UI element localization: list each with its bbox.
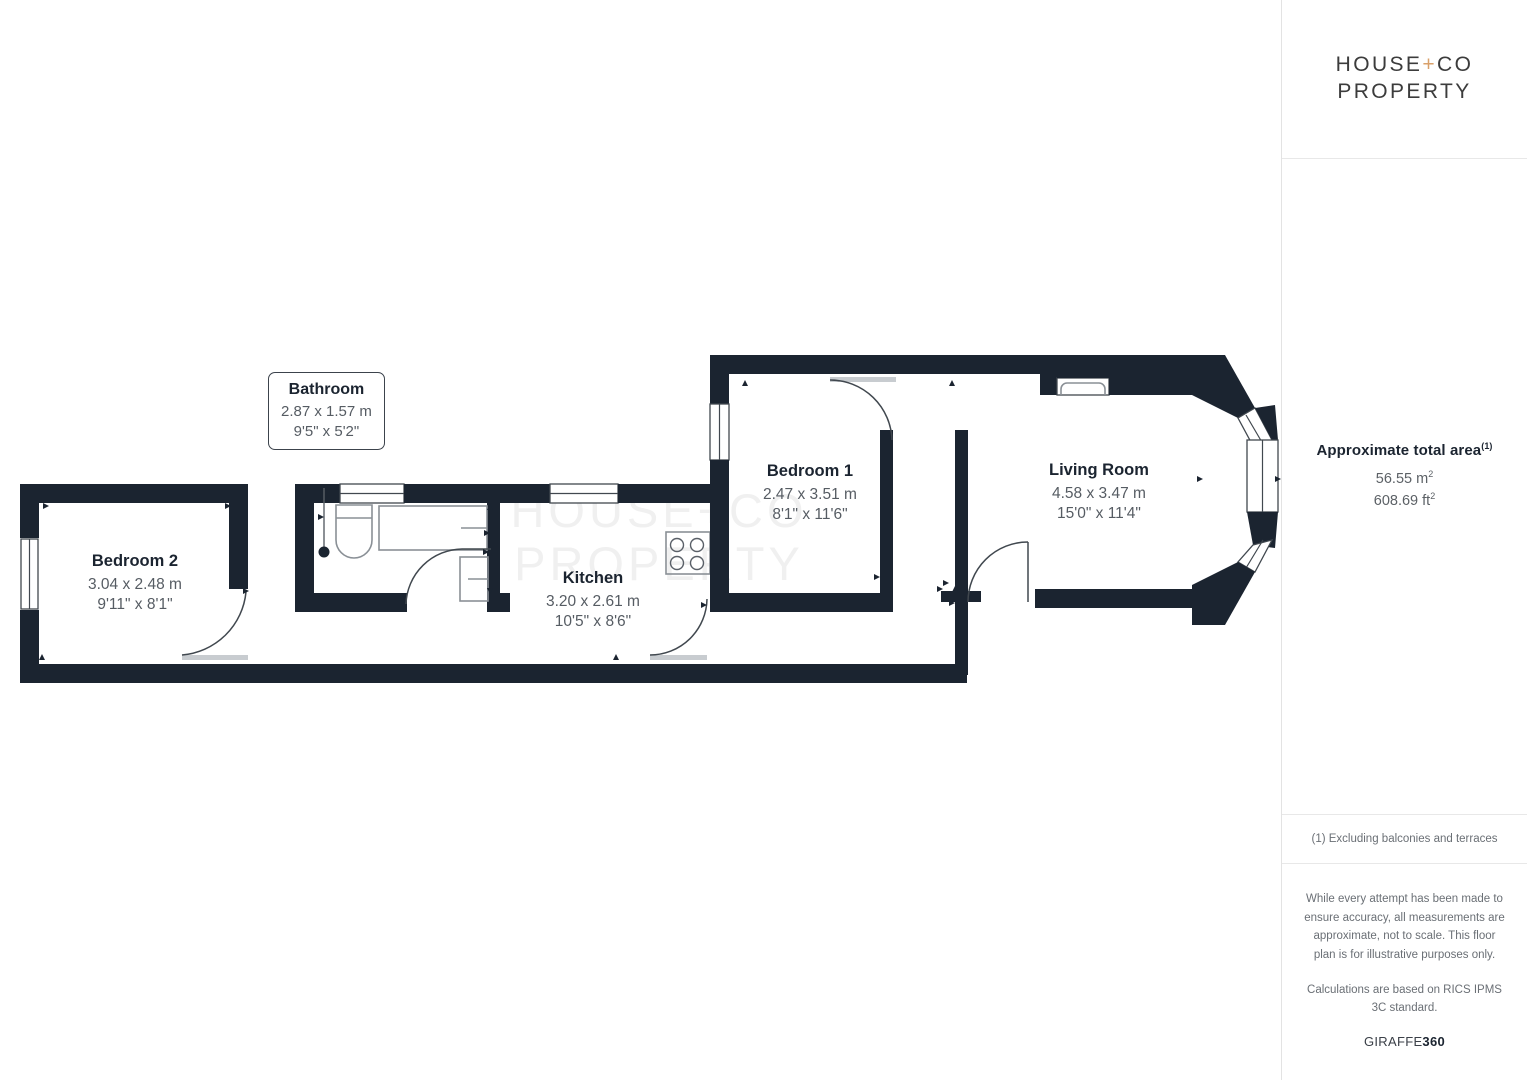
bedroom1-structure [709,355,1040,612]
room-label-living-room: Living Room 4.58 x 3.47 m 15'0" x 11'4" [1049,460,1149,525]
room-imperial-bedroom2: 9'11" x 8'1" [97,596,173,614]
total-area-imperial-value: 608.69 ft [1373,493,1431,509]
total-area-imperial: 608.69 ft2 [1374,490,1435,512]
logo-line-1: HOUSE+CO [1336,52,1474,79]
hall-structure [941,430,1029,675]
room-name-kitchen: Kitchen [562,569,624,587]
room-imperial-bathroom: 9'5" x 5'2" [293,422,360,440]
room-metric-bedroom2: 3.04 x 2.48 m [88,575,182,593]
total-area-metric-value: 56.55 m [1375,470,1429,487]
room-imperial-kitchen: 10'5" x 8'6" [554,613,632,631]
total-area-title-text: Approximate total area [1316,441,1482,459]
metric-superscript: 2 [1428,468,1434,479]
provider-name: GIRAFFE [1363,1033,1423,1049]
footnote-text: (1) Excluding balconies and terraces [1311,833,1498,845]
disclaimer-panel: While every attempt has been made to ens… [1282,864,1527,1080]
hall-kitchen-outline [20,531,967,683]
agency-logo: HOUSE+CO PROPERTY [1282,0,1527,159]
room-label-kitchen: Kitchen 3.20 x 2.61 m 10'5" x 8'6" [546,568,640,633]
room-label-bathroom: Bathroom 2.87 x 1.57 m 9'5" x 5'2" [268,372,385,450]
room-name-bedroom1: Bedroom 1 [766,462,854,480]
living-room-structure [1035,355,1281,625]
logo-text: HOUSE+CO PROPERTY [1336,52,1474,106]
room-metric-bathroom: 2.87 x 1.57 m [281,403,372,421]
floor-plan-canvas: HOUSE+CO PROPERTY .wall { fill: #1b2430;… [20,355,1281,683]
room-name-bathroom: Bathroom [288,381,365,398]
imperial-superscript: 2 [1430,491,1436,502]
info-sidebar: HOUSE+CO PROPERTY Approximate total area… [1281,0,1527,1080]
total-area-panel: Approximate total area(1) 56.55 m2 608.6… [1282,159,1527,815]
total-area-footnote-marker: (1) [1481,440,1493,451]
total-area-metric: 56.55 m2 [1376,468,1433,490]
room-label-bedroom1: Bedroom 1 2.47 x 3.51 m 8'1" x 11'6" [763,461,857,526]
floor-plan-drawing: .wall { fill: #1b2430; } .fix { fill: no… [20,355,1281,683]
bathroom-kitchen-structure [295,483,710,612]
logo-house: HOUSE [1335,53,1423,77]
room-name-living-room: Living Room [1049,461,1149,479]
room-metric-bedroom1: 2.47 x 3.51 m [763,485,857,503]
footnote-panel: (1) Excluding balconies and terraces [1282,815,1527,864]
provider-suffix: 360 [1422,1033,1446,1049]
provider-branding: GIRAFFE360 [1304,1034,1505,1049]
room-name-bedroom2: Bedroom 2 [91,552,179,570]
room-imperial-bedroom1: 8'1" x 11'6" [772,506,848,524]
plus-icon: + [1422,53,1438,77]
total-area-title: Approximate total area(1) [1316,441,1492,459]
room-label-bedroom2: Bedroom 2 3.04 x 2.48 m 9'11" x 8'1" [88,551,182,616]
room-metric-kitchen: 3.20 x 2.61 m [546,592,640,610]
logo-line-2: PROPERTY [1337,80,1472,103]
disclaimer-standard: Calculations are based on RICS IPMS 3C s… [1307,983,1502,1015]
disclaimer-accuracy: While every attempt has been made to ens… [1304,893,1505,961]
logo-co: CO [1437,53,1474,77]
living-lower-walls [1035,589,1052,608]
room-metric-living-room: 4.58 x 3.47 m [1052,484,1146,502]
bedroom2-structure [20,484,249,683]
room-imperial-living-room: 15'0" x 11'4" [1057,505,1141,523]
